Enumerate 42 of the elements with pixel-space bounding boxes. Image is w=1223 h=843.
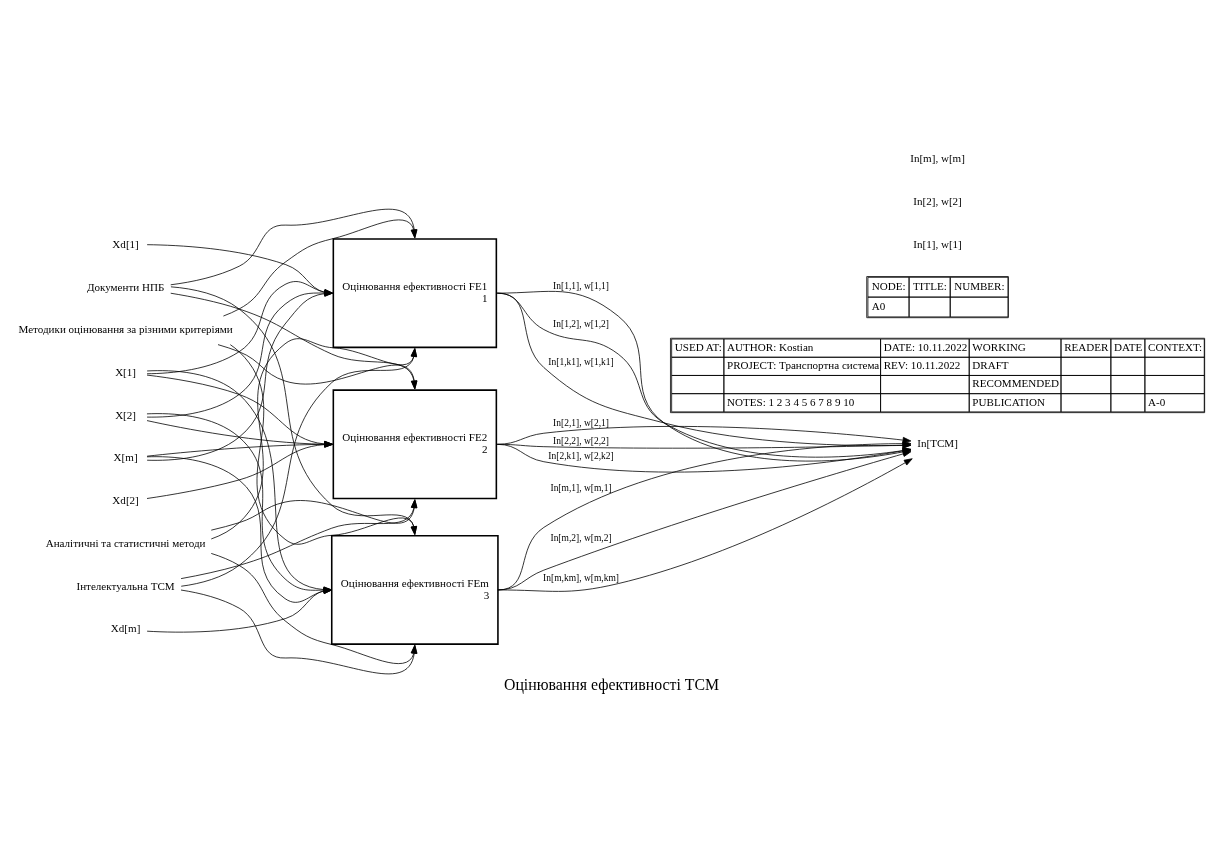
- edge-label: In[1,k1], w[1,k1]: [548, 356, 614, 367]
- label: READER: [1064, 341, 1109, 354]
- label: DATE: [1114, 341, 1143, 354]
- node-text: Xd[m]: [110, 622, 141, 635]
- label: WORKING: [972, 341, 1026, 354]
- label: DRAFT: [972, 359, 1009, 372]
- label: A-0: [1148, 395, 1166, 408]
- label: DATE: 10.11.2022: [883, 341, 968, 354]
- node-text: Документи НПБ: [86, 280, 165, 293]
- label: In[2], w[2]: [913, 195, 962, 208]
- label: PROJECT: Транспортна система: [727, 359, 880, 372]
- label: USED AT:: [674, 341, 722, 354]
- edge-label: In[2,k1], w[2,k2]: [548, 451, 614, 462]
- label: NUMBER:: [954, 280, 1005, 293]
- diagram-title: Оцінювання ефективності ТСМ: [503, 675, 720, 693]
- node-text: X[m]: [113, 451, 138, 464]
- node-text: Xd[1]: [112, 237, 139, 250]
- node-text: In[TCM]: [917, 437, 958, 450]
- edge-label: In[2,1], w[2,1]: [553, 417, 609, 428]
- node-text: X[2]: [115, 408, 137, 421]
- edge-label: In[m,2], w[m,2]: [550, 533, 612, 544]
- edge-label: In[m,km], w[m,km]: [543, 572, 619, 583]
- node-text: Інтелектуальна ТСМ: [76, 579, 175, 592]
- node-text: Xd[2]: [112, 494, 139, 507]
- label: TITLE:: [913, 280, 947, 293]
- label: In[1], w[1]: [913, 237, 962, 250]
- node-text: Методики оцінювання за різними критеріями: [18, 323, 233, 336]
- label: In[m], w[m]: [910, 152, 965, 165]
- edge-label: In[1,1], w[1,1]: [553, 280, 609, 291]
- label: A0: [871, 299, 886, 312]
- edge-label: In[2,2], w[2,2]: [553, 436, 609, 446]
- label: NODE:: [871, 280, 906, 293]
- label: NOTES: 1 2 3 4 5 6 7 8 9 10: [727, 395, 855, 408]
- label: AUTHOR: Kostian: [727, 341, 814, 354]
- label: CONTEXT:: [1148, 341, 1203, 354]
- label: REV: 10.11.2022: [883, 359, 961, 372]
- label: PUBLICATION: [972, 395, 1045, 408]
- edge-label: In[1,2], w[1,2]: [553, 318, 609, 329]
- node-text: X[1]: [115, 366, 137, 379]
- node-text: Аналітичні та статистичні методи: [45, 536, 206, 549]
- label: RECOMMENDED: [972, 377, 1060, 390]
- edge-label: In[m,1], w[m,1]: [550, 482, 612, 493]
